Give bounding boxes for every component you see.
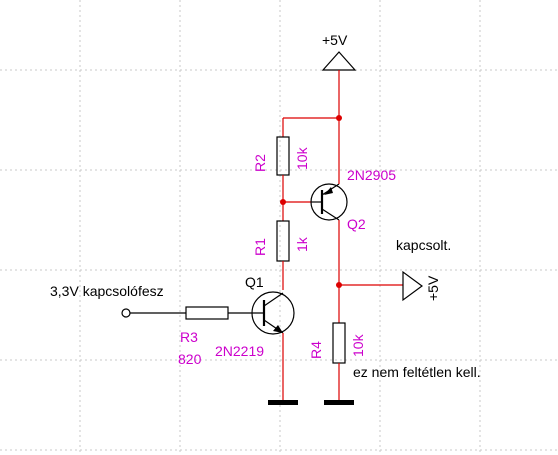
resistor-r1 [276, 202, 290, 290]
r2-value: 10k [294, 146, 310, 170]
r3-value: 820 [178, 351, 202, 367]
output-rail-label: +5V [425, 275, 441, 301]
q2-part: 2N2905 [347, 167, 396, 183]
r1-ref: R1 [252, 238, 268, 256]
resistor-r2 [276, 118, 290, 202]
r4-ref: R4 [308, 341, 324, 359]
q1-ref: Q1 [245, 274, 264, 290]
r1-value: 1k [294, 236, 310, 252]
transistor-q2 [310, 183, 348, 221]
q1-part: 2N2219 [215, 343, 264, 359]
q2-ref: Q2 [347, 216, 366, 232]
r2-ref: R2 [252, 154, 268, 172]
note-text: ez nem feltétlen kell. [353, 364, 481, 380]
input-terminal [121, 308, 131, 318]
ground-symbol-left [268, 400, 298, 405]
r4-value: 10k [350, 333, 366, 357]
r3-ref: R3 [180, 329, 198, 345]
input-label: 3,3V kapcsolófesz [50, 283, 164, 299]
resistor-r3 [185, 306, 264, 320]
ground-symbol-right [324, 400, 354, 405]
output-port-symbol [402, 270, 424, 302]
resistor-r4 [332, 285, 346, 400]
output-label: kapcsolt. [396, 237, 451, 253]
supply-symbol [321, 51, 357, 118]
supply-label: +5V [322, 32, 348, 48]
